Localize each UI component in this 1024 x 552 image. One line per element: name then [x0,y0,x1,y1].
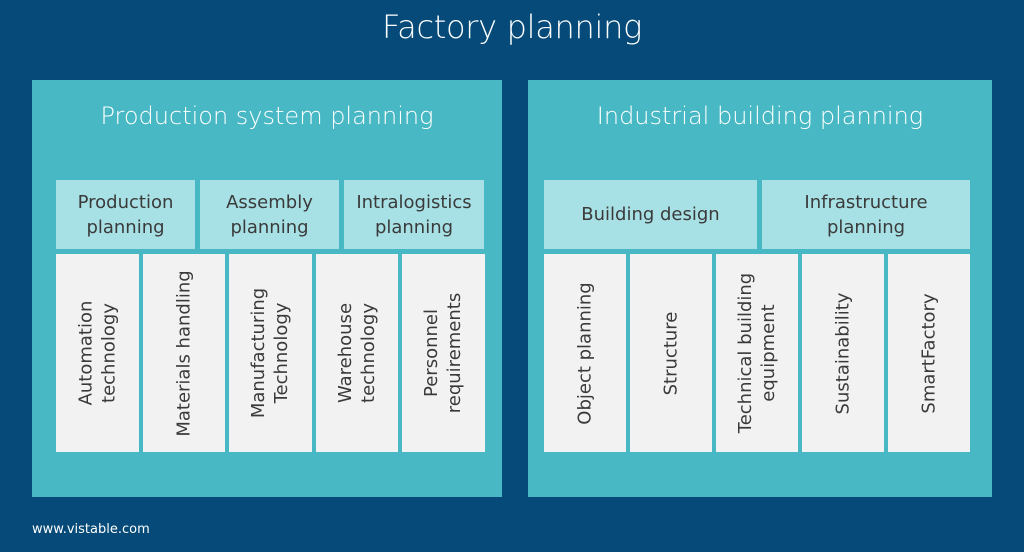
sub-manufacturing-technology: Manufacturing Technology [229,254,312,452]
sub-label-line1: Object planning [574,281,596,425]
sub-label-line1: Sustainability [832,292,854,414]
sub-label-line2: requirements [444,292,466,414]
building-bottom-row: Object planning Structure Technical buil… [544,254,970,452]
sub-label-line1: Automation [75,300,97,406]
sub-object-planning: Object planning [544,254,626,452]
box-label-line2: planning [86,216,165,238]
panel-title-production-system: Production system planning [100,102,434,130]
production-bottom-row: Automation technology Materials handling… [56,254,485,452]
sub-label-line1: Personnel [421,309,443,397]
box-assembly-planning: Assembly planning [200,180,339,249]
building-top-row: Building design Infrastructure planning [544,180,970,249]
sub-label-line1: SmartFactory [918,292,940,414]
sub-label-line2: technology [358,303,380,403]
box-label-line1: Production [77,191,174,213]
sub-label-line1: Structure [660,311,682,395]
box-label-line1: Intralogistics [356,191,472,213]
box-label-line2: planning [230,216,309,238]
sub-structure: Structure [630,254,712,452]
box-intralogistics-planning: Intralogistics planning [344,180,484,249]
sub-label-line1: Warehouse [335,302,357,404]
box-label-line2: planning [374,216,454,238]
box-label-line1: Assembly [226,191,313,213]
sub-label-line2: Technology [271,302,293,404]
main-title: Factory planning [381,8,642,46]
box-production-planning: Production planning [56,180,195,249]
box-label-line1: Building design [581,204,720,225]
sub-label-line2: equipment [758,304,780,402]
sub-materials-handling: Materials handling [142,254,226,452]
sub-label-line1: Manufacturing [248,287,270,419]
sub-personnel-requirements: Personnel requirements [402,254,485,452]
sub-technical-building-equipment: Technical building equipment [716,254,798,452]
sub-label-line1: Technical building [735,272,757,434]
industrial-building-planning-panel: Industrial building planning Building de… [528,80,992,497]
panel-title-industrial-building: Industrial building planning [596,102,924,130]
sub-warehouse-technology: Warehouse technology [315,254,399,452]
production-system-planning-panel: Production system planning Production pl… [32,80,502,497]
box-infrastructure-planning: Infrastructure planning [762,180,970,249]
box-building-design: Building design [544,180,757,249]
box-label-line1: Infrastructure [804,191,928,213]
sub-sustainability: Sustainability [802,254,884,452]
sub-label-line2: technology [98,303,120,403]
sub-label-line1: Materials handling [173,269,195,437]
sub-automation-technology: Automation technology [56,254,139,452]
website-link[interactable]: www.vistable.com [32,522,150,537]
sub-smartfactory: SmartFactory [888,254,970,452]
box-label-line2: planning [826,216,906,238]
production-top-row: Production planning Assembly planning In… [56,180,508,249]
